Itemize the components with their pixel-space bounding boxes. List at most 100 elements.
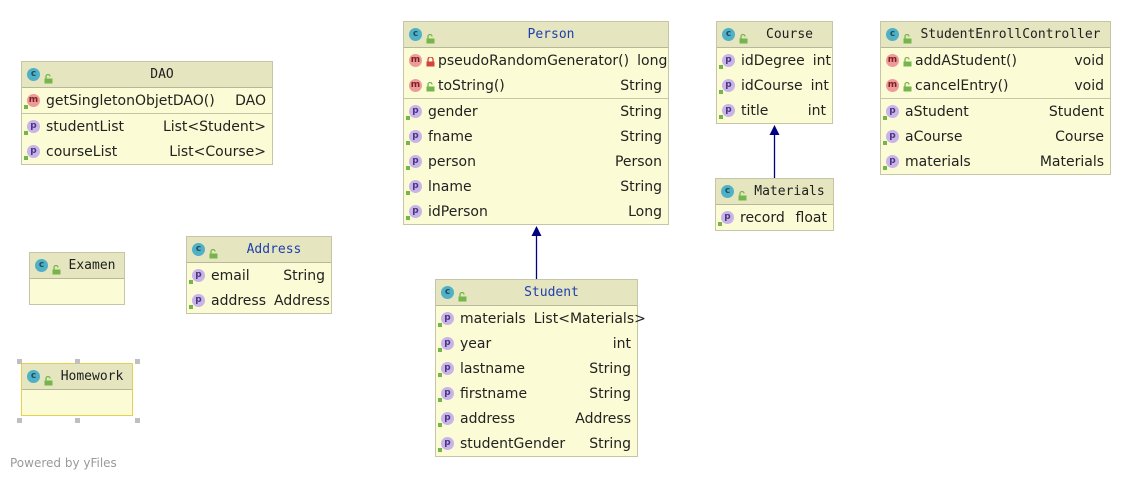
class-name: Homework — [60, 369, 124, 384]
open-lock-icon — [209, 244, 218, 259]
selection-handle[interactable] — [17, 359, 22, 364]
class-icon: c — [722, 28, 735, 41]
member-name: idCourse — [741, 77, 803, 94]
member-type: Materials — [1039, 153, 1104, 170]
member-type: Address — [575, 410, 631, 427]
member-type: Course — [1055, 128, 1104, 145]
inheritance-arrowhead — [531, 226, 542, 236]
empty-class-body — [22, 390, 132, 415]
lock-icon — [426, 55, 435, 67]
class-icon: c — [886, 28, 899, 41]
selection-handle[interactable] — [75, 418, 80, 423]
member-name: idPerson — [428, 203, 488, 220]
member-type: List<Materials> — [533, 310, 646, 327]
visibility-mark-icon — [883, 116, 887, 120]
visibility-mark-icon — [406, 116, 410, 120]
selection-handle[interactable] — [135, 418, 140, 423]
open-lock-glyph — [426, 81, 435, 92]
member-type: Long — [628, 203, 662, 220]
property-icon: p — [406, 180, 422, 195]
class-name: Student — [524, 285, 579, 300]
member-name: title — [741, 102, 769, 119]
member-type: Student — [1048, 103, 1104, 120]
member-name: studentGender — [460, 435, 566, 452]
property-icon: p — [883, 105, 899, 120]
visibility-mark-icon — [24, 156, 28, 160]
member-type: String — [283, 267, 325, 284]
member-type: DAO — [235, 92, 266, 109]
class-name: Materials — [754, 184, 825, 199]
selection-handle[interactable] — [17, 418, 22, 423]
open-lock-glyph — [903, 56, 912, 67]
selection-handle[interactable] — [75, 359, 80, 364]
property-icon: p — [719, 54, 735, 69]
visibility-mark-icon — [438, 323, 442, 327]
property-icon: p — [406, 105, 422, 120]
property-icon: p — [438, 412, 454, 427]
method-icon: m — [886, 79, 899, 92]
member-type: List<Student> — [162, 118, 266, 135]
open-lock-icon — [903, 55, 912, 67]
member-type: String — [589, 385, 631, 402]
member-type: long — [637, 52, 668, 69]
visibility-mark-icon — [438, 398, 442, 402]
member-name: address — [211, 292, 267, 309]
member-name: lastname — [460, 360, 525, 377]
open-lock-glyph — [903, 81, 912, 92]
class-name: Examen — [68, 258, 116, 273]
selection-handle[interactable] — [135, 359, 140, 364]
visibility-mark-icon — [406, 191, 410, 195]
